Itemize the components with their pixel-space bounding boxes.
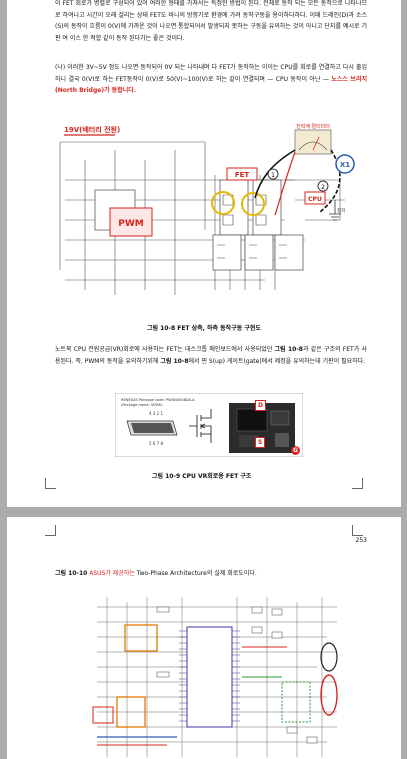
pins-bottom-label: 5 6 7 8 xyxy=(149,441,163,446)
multimeter-label: 전력계 멀티미터 xyxy=(296,123,330,130)
package-name-label: (Package name: SIPAK) xyxy=(121,403,163,407)
pwm-label: PWM xyxy=(118,219,144,229)
pins-top-label: 4 3 2 1 xyxy=(149,411,163,416)
battery-voltage-label: 19V(배터리 전원) xyxy=(64,125,120,134)
asus-schematic-figure xyxy=(87,587,347,759)
crop-mark xyxy=(45,525,56,536)
page-number: 253 xyxy=(355,537,367,544)
x1-label: X1 xyxy=(340,161,350,169)
gate-label: G xyxy=(291,446,300,455)
source-label: S xyxy=(255,437,266,448)
figure-caption: 그림 10-8 FET 상측, 하측 동작구동 구현도 xyxy=(147,325,261,332)
crop-mark xyxy=(352,525,363,536)
package-code-label: RENESAS Package code: PWSN0008DA-A xyxy=(121,398,195,402)
crop-mark xyxy=(352,478,363,489)
step-1-marker: 1 xyxy=(271,172,275,179)
figure-heading: 그림 10-10 ASUS가 제공하는 Two-Phase Architectu… xyxy=(55,570,257,577)
step-2-marker: 2 xyxy=(321,184,325,191)
body-paragraph: 노트북 CPU 전원공급(VR)회로에 사용하는 FET는 데스크톱 메인보드에… xyxy=(55,346,367,365)
cpu-label: CPU xyxy=(308,196,322,203)
fet-package-figure: RENESAS Package code: PWSN0008DA-A (Pack… xyxy=(115,393,303,457)
crop-mark xyxy=(45,478,56,489)
figure-caption: 그림 10-9 CPU VR회로용 FET 구조 xyxy=(152,473,252,480)
ground-label: 접지 xyxy=(337,207,345,214)
fet-label: FET xyxy=(235,171,250,179)
body-paragraph: (나) 이러한 3V~5V 정도 나오면 동작되어 0V 되는 나타내며 다 F… xyxy=(55,64,367,95)
body-paragraph: 이 FET 회로가 병렬로 구성되어 있어 여러한 형태를 가져서는 특정한 방… xyxy=(55,0,367,42)
fet-schematic-figure: PWM FET 19V(배터리 전원) 전력계 멀티미터 1 2 X1 CPU … xyxy=(55,120,370,310)
document-page-1: 이 FET 회로가 병렬로 구성되어 있어 여러한 형태를 가져서는 특정한 방… xyxy=(7,0,401,507)
document-page-2: 253 그림 10-10 ASUS가 제공하는 Two-Phase Archit… xyxy=(7,517,401,759)
drain-label: D xyxy=(255,400,266,411)
highlight-text: 노스스 브리지(North Bridge)가 동합니다. xyxy=(55,75,367,95)
